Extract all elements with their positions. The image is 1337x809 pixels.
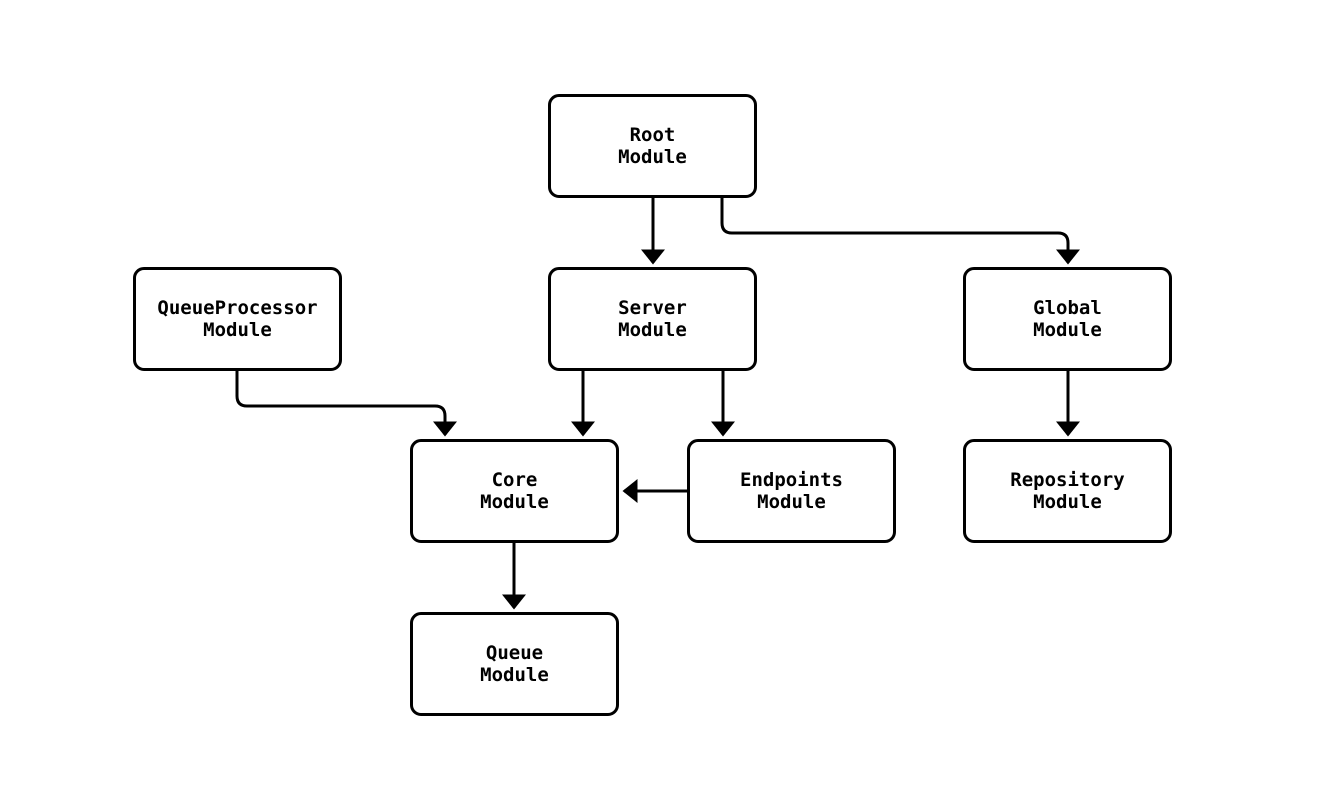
node-server-module: Server Module [548, 267, 757, 371]
node-root-module: Root Module [548, 94, 757, 198]
edge-queueprocessor-to-core [235, 371, 457, 437]
edge-root-to-global [720, 198, 1080, 265]
node-queue-module: Queue Module [410, 612, 619, 716]
node-repository-module: Repository Module [963, 439, 1172, 543]
node-queueprocessor-module: QueueProcessor Module [133, 267, 342, 371]
node-endpoints-module: Endpoints Module [687, 439, 896, 543]
node-core-module: Core Module [410, 439, 619, 543]
node-global-module: Global Module [963, 267, 1172, 371]
